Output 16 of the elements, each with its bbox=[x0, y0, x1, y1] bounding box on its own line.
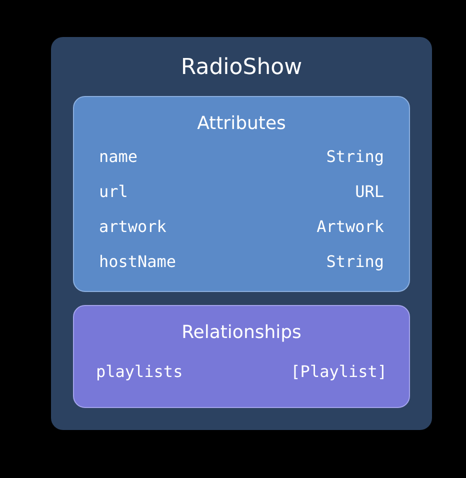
entity-title: RadioShow bbox=[180, 55, 304, 80]
section-panel bbox=[73, 305, 410, 408]
field-name: artwork bbox=[99, 217, 166, 236]
field-name: name bbox=[99, 147, 138, 166]
field-type: URL bbox=[355, 182, 384, 201]
field-name: hostName bbox=[99, 252, 176, 271]
section-heading: Attributes bbox=[196, 113, 287, 134]
field-type: String bbox=[326, 252, 384, 271]
section-panel bbox=[73, 96, 410, 292]
field-type: String bbox=[326, 147, 384, 166]
entity-card bbox=[51, 37, 432, 430]
field-name: url bbox=[99, 182, 128, 201]
field-type: Artwork bbox=[316, 217, 384, 236]
field-type: [Playlist] bbox=[290, 362, 387, 381]
section-heading: Relationships bbox=[180, 322, 302, 343]
field-name: playlists bbox=[96, 362, 183, 381]
